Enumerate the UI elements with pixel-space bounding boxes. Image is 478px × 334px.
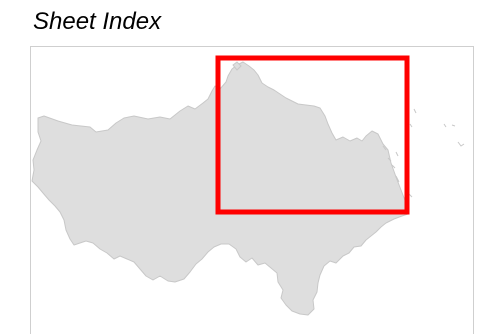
coast-detail [382,145,400,183]
island-east-2 [391,141,465,198]
island-north [232,61,242,71]
land-area [31,61,465,316]
sheet-1-boundary[interactable] [215,55,410,215]
island-east-1 [409,108,456,128]
sheet-index-title: Sheet Index [33,8,162,35]
